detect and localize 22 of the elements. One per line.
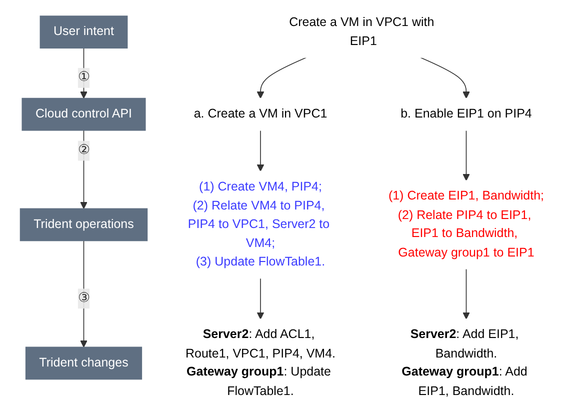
node-box: Cloud control API xyxy=(22,98,146,131)
node-text: a. Create a VM in VPC1 xyxy=(194,106,328,121)
arrow xyxy=(80,240,88,348)
arrow xyxy=(80,130,88,209)
node-text: b. Enable EIP1 on PIP4 xyxy=(400,106,532,121)
edge-label: ② xyxy=(78,143,90,158)
arrow xyxy=(462,130,470,181)
node-box: Trident operations xyxy=(20,208,148,242)
arrow xyxy=(462,268,470,320)
node-box: User intent xyxy=(40,16,128,49)
edge-label: ① xyxy=(78,70,90,85)
edge-label: ③ xyxy=(78,291,90,306)
node-text: Create a VM in VPC1 with EIP1 xyxy=(289,14,434,48)
arrow xyxy=(256,57,307,99)
node-box: Trident changes xyxy=(25,346,142,380)
node-text: Server2: Add ACL1, Route1, VPC1, PIP4, VM4. Gateway group1: Update FlowTable1. xyxy=(185,327,336,398)
node-text: (1) Create EIP1, Bandwidth; (2) Relate PIP4 to EIP1, EIP1 to Bandwidth, Gateway group1 to EIP1 xyxy=(388,188,544,260)
node-text: Server2: Add EIP1, Bandwidth. Gateway group1: Add EIP1, Bandwidth. xyxy=(402,327,528,398)
arrow xyxy=(256,130,264,172)
arrow xyxy=(420,57,470,99)
node-text: (1) Create VM4, PIP4; (2) Relate VM4 to PIP4, PIP4 to VPC1, Server2 to VM4; (3) Update FlowTable1. xyxy=(188,180,330,269)
arrow xyxy=(256,278,264,320)
